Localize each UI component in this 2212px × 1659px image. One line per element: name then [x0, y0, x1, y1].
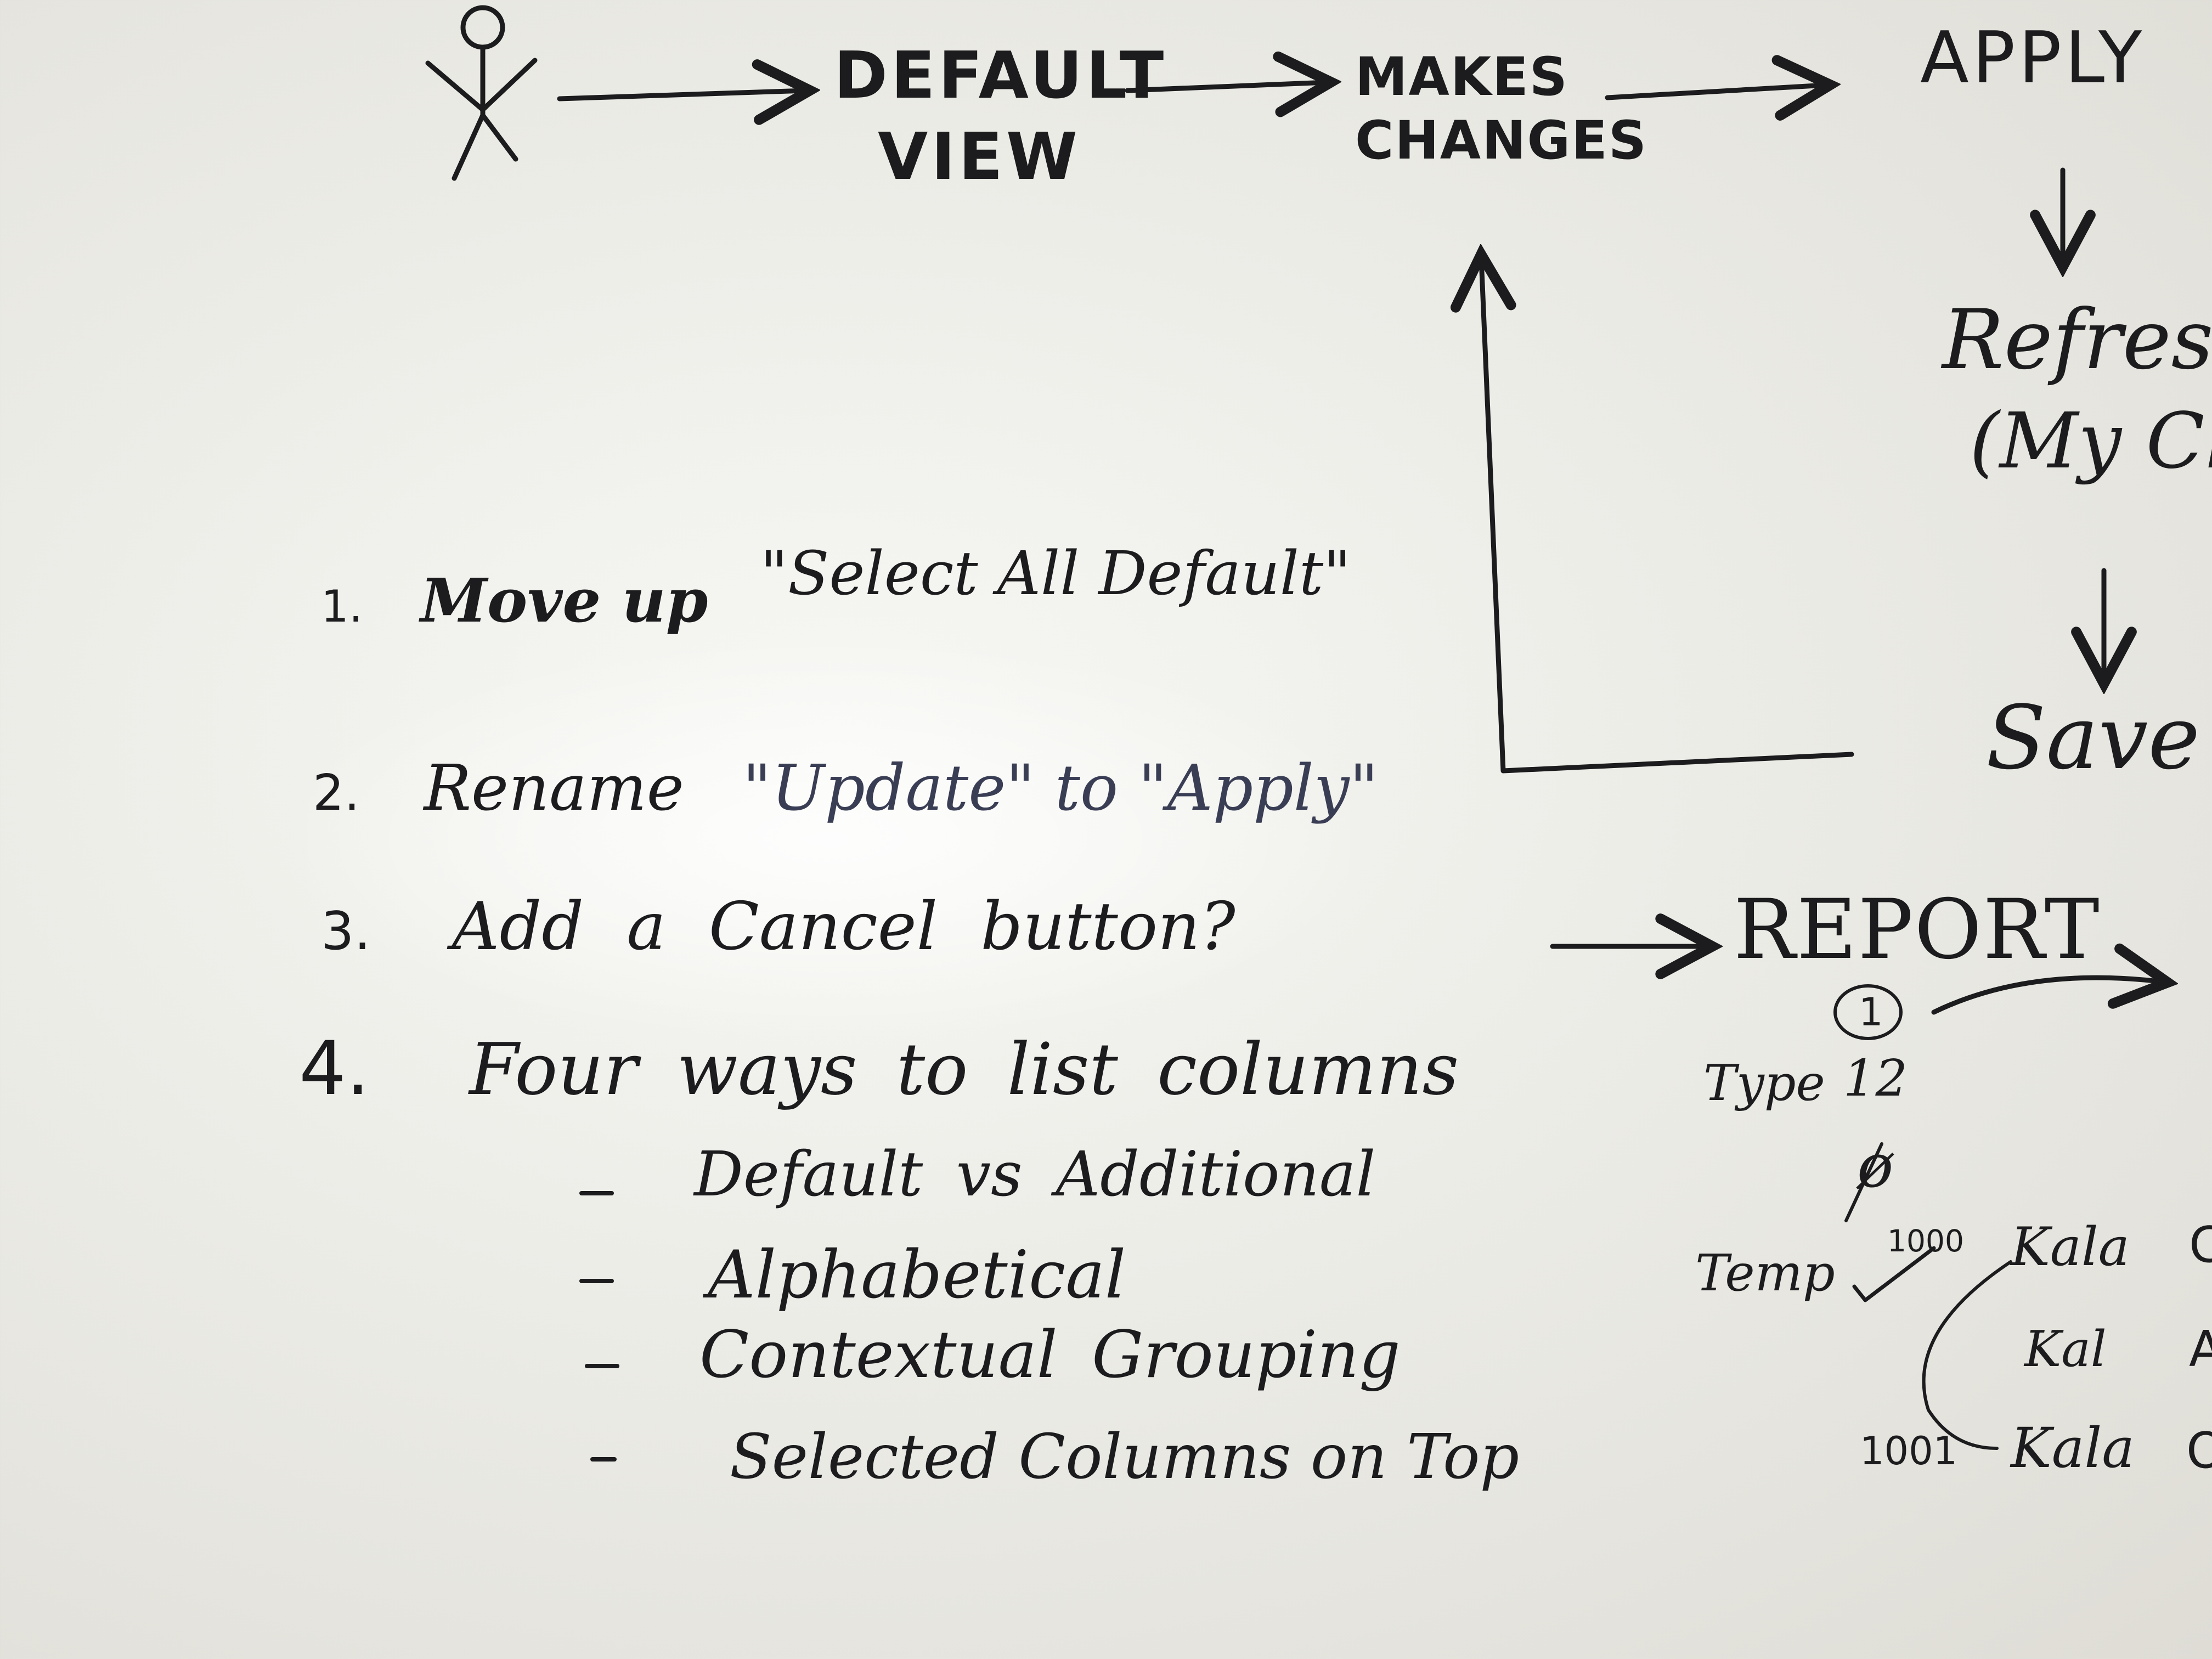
stick-figure-icon [425, 5, 538, 181]
temp-label: Temp [1695, 1244, 1835, 1302]
apply-label: APPLY [1920, 16, 2146, 99]
temp-value-bottom: 1001 [1860, 1429, 1958, 1474]
list-quote: "Select All Default" [760, 538, 1351, 608]
kala-entry-2: Kal [2024, 1321, 2107, 1378]
temp-checkmark [1852, 1246, 1936, 1302]
report-title: REPORT [1734, 882, 2101, 978]
list-number: 1. [321, 581, 363, 632]
temp-value-top: 1000 [1887, 1223, 1964, 1259]
sub-item-dashes [579, 1191, 619, 1462]
arrow-to-makes-changes [1125, 82, 1328, 91]
arrow-to-default-view [557, 91, 806, 99]
list-item-2: 2. Rename "Update" to "Apply" [313, 757, 1379, 820]
list-number: 4. [299, 1025, 370, 1111]
list-item-1: 1. Move up "Select All Default" [321, 543, 1351, 632]
cropped-glyph-3: O [2186, 1422, 2212, 1480]
sub-item-contextual-grouping: Contextual Grouping [699, 1317, 1401, 1392]
list-text: Four ways to list columns [469, 1028, 1459, 1111]
report-number-circle [1833, 984, 1903, 1040]
save-label: Save [1986, 686, 2200, 789]
refresh-label: Refresh [1942, 292, 2212, 388]
list-text: Add a Cancel button? [452, 889, 1235, 965]
type-value: 12 [1843, 1049, 1908, 1108]
makes-changes-label: MAKES CHANGES [1355, 46, 1647, 171]
default-view-label: DEFAULT VIEW [834, 37, 1167, 194]
list-item-4: 4. Four ways to list columns [299, 1031, 1459, 1105]
list-item-3: 3. Add a Cancel button? [321, 894, 1235, 960]
loop-back-arrow [1481, 258, 1854, 774]
arrow-to-apply [1605, 85, 1827, 98]
list-quote: "Update" to "Apply" [742, 752, 1379, 825]
list-number: 3. [321, 901, 371, 962]
temp-branch-curve [1922, 1260, 2012, 1450]
list-text: Move up [420, 565, 708, 636]
sub-item-selected-columns-on-top: Selected Columns on Top [730, 1421, 1520, 1493]
null-symbol: ø [1857, 1131, 1894, 1201]
sub-item-default-vs-additional: Default vs Additional [694, 1139, 1376, 1210]
list-text: Rename [424, 752, 684, 825]
type-label: Type [1703, 1054, 1825, 1112]
kala-entry-3: Kala [2011, 1416, 2135, 1480]
cropped-glyph-1: C [2189, 1216, 2212, 1274]
arrow-from-report [1931, 978, 2164, 1015]
sub-item-alphabetical: Alphabetical [708, 1237, 1126, 1313]
kala-entry-1: Kala [2011, 1216, 2130, 1278]
report-number: 1 [1859, 990, 1883, 1035]
cropped-glyph-2: A [2189, 1321, 2212, 1378]
my-changes-label: (My Ch [1970, 397, 2212, 486]
null-slash [1844, 1142, 1883, 1222]
list-number: 2. [313, 764, 360, 822]
